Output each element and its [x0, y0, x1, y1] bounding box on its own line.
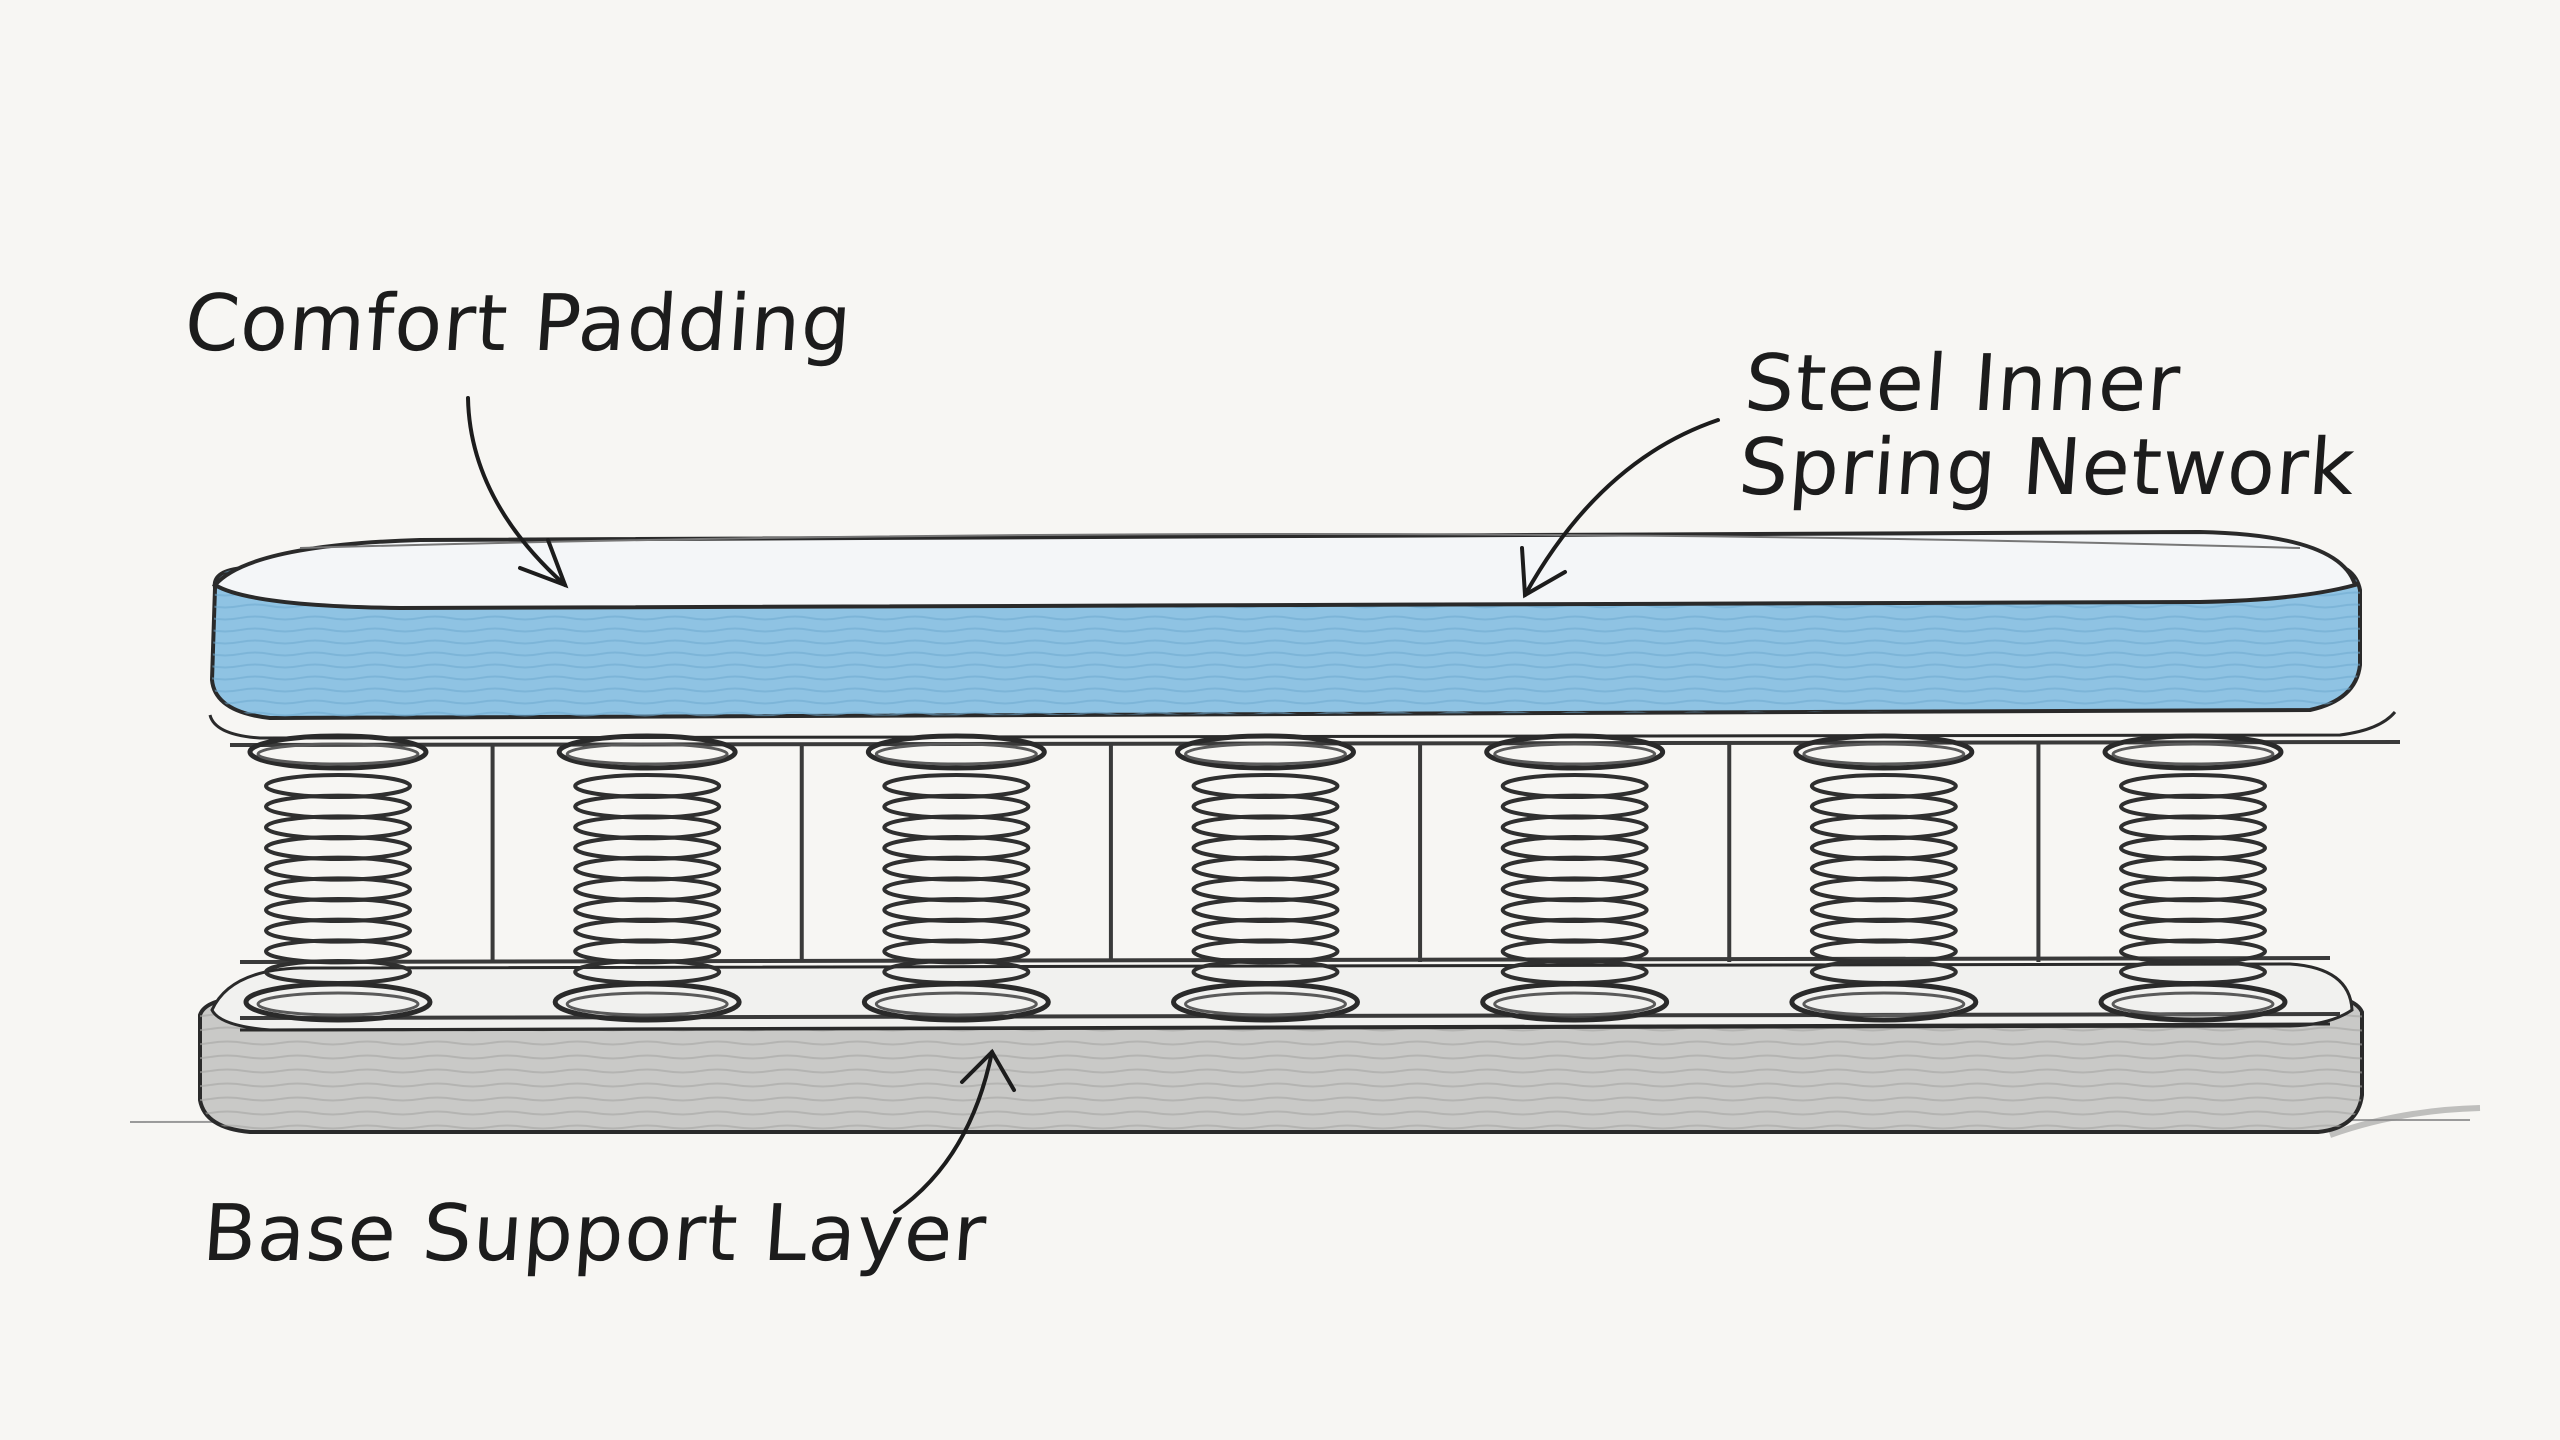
spring-bottom-ring: [2111, 991, 2275, 1017]
spring: [861, 733, 1051, 1023]
spring-top-ring: [1802, 742, 1966, 766]
spring-top-ring: [247, 733, 429, 771]
spring-top-ring: [1493, 742, 1657, 766]
spring-bottom-ring: [1789, 981, 1979, 1023]
spring-top-ring: [565, 742, 729, 766]
spring-top-ring: [256, 742, 420, 766]
spring-top-ring: [874, 742, 1038, 766]
base-support-label: Base Support Layer: [199, 1189, 990, 1279]
base-support-arrow: [893, 1048, 1016, 1214]
spring: [1480, 733, 1670, 1023]
spring-network-arrow: [1520, 418, 1720, 599]
spring-bottom-ring: [1184, 991, 1347, 1017]
comfort-padding-arrow: [466, 396, 569, 589]
spring-network-label: Steel Inner Spring Network: [1735, 339, 2359, 514]
spring-network: [243, 733, 2288, 1023]
spring-bottom-ring: [256, 991, 420, 1017]
callout-arrows: [466, 396, 1720, 1214]
spring-top-ring: [1184, 742, 1347, 766]
spring-bottom-ring: [243, 981, 433, 1023]
spring: [2098, 733, 2288, 1023]
comfort-padding-layer: [208, 529, 2397, 740]
spring-bottom-ring: [1171, 981, 1360, 1023]
spring: [1171, 733, 1360, 1023]
spring: [243, 733, 433, 1023]
spring-bottom-ring: [552, 981, 742, 1023]
padding-top-surface: [211, 529, 2358, 611]
spring-bottom-ring: [1493, 991, 1657, 1017]
spring: [1789, 733, 1979, 1023]
spring-bottom-ring: [1480, 981, 1670, 1023]
spring-bottom-ring: [2098, 981, 2288, 1023]
spring-top-ring: [2111, 742, 2275, 766]
spring-bottom-ring: [1802, 991, 1966, 1017]
spring-bottom-ring: [565, 991, 729, 1017]
spring: [552, 733, 742, 1023]
comfort-padding-label: Comfort Padding: [181, 279, 855, 369]
spring-bottom-ring: [874, 991, 1038, 1017]
base-support-layer: [198, 962, 2364, 1134]
padding-lower-wire: [208, 710, 2397, 740]
spring-bottom-ring: [861, 981, 1051, 1023]
